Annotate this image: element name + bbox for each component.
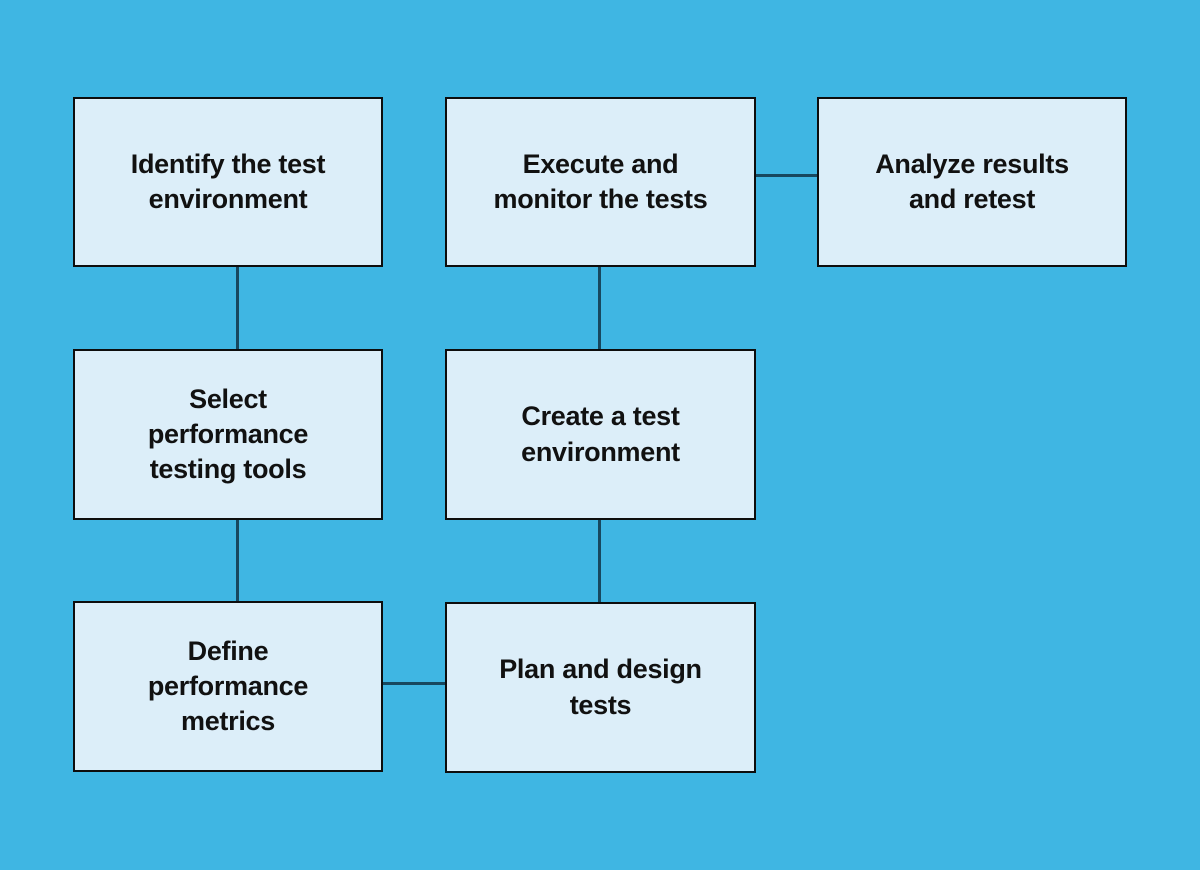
flow-node-select: Select performance testing tools [73, 349, 383, 520]
flow-node-define: Define performance metrics [73, 601, 383, 772]
flow-node-execute: Execute and monitor the tests [445, 97, 756, 267]
flow-node-label: Identify the test environment [130, 147, 326, 217]
flow-node-label: Plan and design tests [499, 652, 702, 722]
flow-node-label-line: Select [189, 383, 267, 414]
flow-node-label-line: Create a test [521, 401, 680, 432]
flow-node-label-line: tests [569, 689, 632, 720]
connector-identify-to-select [235, 267, 239, 349]
flow-node-label-line: performance [147, 670, 309, 701]
connector-create-to-plan [597, 520, 601, 602]
connector-execute-to-create [597, 267, 601, 349]
flow-node-label-line: monitor the tests [493, 184, 708, 214]
connector-execute-to-analyze [756, 173, 817, 177]
flow-node-label: Select performance testing tools [147, 382, 309, 487]
flow-node-create: Create a test environment [445, 349, 756, 520]
flow-node-label-line: Plan and design [499, 654, 702, 685]
flow-node-identify: Identify the test environment [73, 97, 383, 267]
flow-node-label-line: environment [148, 184, 308, 214]
flow-node-label: Analyze results and retest [875, 147, 1069, 217]
flow-node-analyze: Analyze results and retest [817, 97, 1127, 267]
flow-node-plan: Plan and design tests [445, 602, 756, 773]
flow-node-label: Create a test environment [521, 399, 680, 469]
flow-node-label-line: Execute and [522, 148, 679, 179]
flow-node-label-line: performance [147, 418, 309, 449]
connector-define-to-plan [383, 681, 445, 685]
flow-node-label-line: Define [187, 635, 269, 666]
flow-node-label-line: and retest [908, 184, 1036, 214]
connector-select-to-define [235, 520, 239, 601]
flow-node-label-line: Identify the test [130, 148, 326, 179]
flow-node-label: Execute and monitor the tests [494, 147, 708, 217]
flow-node-label: Define performance metrics [147, 634, 309, 739]
flow-node-label-line: testing tools [149, 454, 307, 485]
flow-node-label-line: metrics [181, 706, 275, 737]
flow-node-label-line: environment [521, 436, 680, 467]
flow-node-label-line: Analyze results [875, 148, 1069, 179]
